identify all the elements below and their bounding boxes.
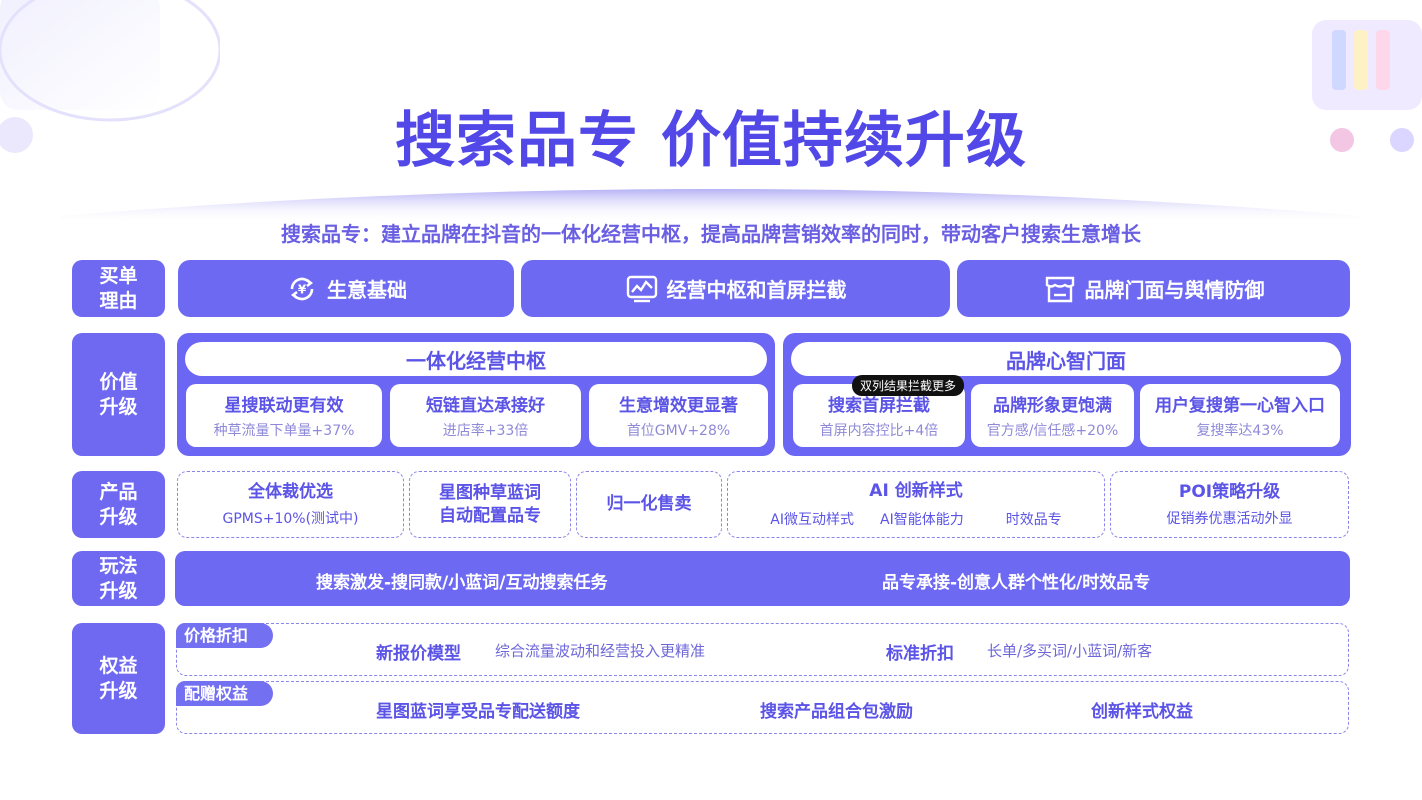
row-label-benefit: 权益升级	[72, 623, 165, 734]
value-card-title: 短链直达承接好	[426, 396, 545, 416]
product-title: AI 创新样式	[869, 481, 963, 501]
value-card: 品牌形象更饱满 官方感/信任感+20%	[971, 384, 1134, 447]
value-card-title: 生意增效更显著	[619, 396, 738, 416]
value-card-title: 搜索首屏拦截	[828, 396, 930, 416]
product-title-line1: 星图种草蓝词	[439, 482, 541, 503]
title-glow-divider	[60, 189, 1362, 222]
value-card-title: 用户复搜第一心智入口	[1155, 396, 1325, 416]
page-subtitle: 搜索品专：建立品牌在抖音的一体化经营中枢，提高品牌营销效率的同时，带动客户搜索生…	[281, 222, 1141, 246]
row-label-play-text: 玩法升级	[99, 554, 138, 602]
reason-label-1: 生意基础	[327, 278, 407, 302]
product-card-star-map: 星图种草蓝词 自动配置品专	[409, 471, 571, 538]
trend-chart-icon	[626, 275, 657, 302]
value-card-sub: 复搜率达43%	[1196, 423, 1284, 439]
product-sub: 促销券优惠活动外显	[1166, 511, 1293, 527]
product-title: 归一化售卖	[606, 494, 692, 514]
value-card-sub: 种草流量下单量+37%	[213, 423, 355, 439]
row-label-reasons: 买单理由	[72, 260, 165, 317]
value-card: 星搜联动更有效 种草流量下单量+37%	[186, 384, 382, 447]
ai-feature-list: AI微互动样式 AI智能体能力 时效品专	[770, 509, 1061, 529]
page-title: 搜索品专 价值持续升级	[395, 106, 1027, 176]
product-title-line2: 自动配置品专	[439, 505, 541, 526]
row-label-benefit-text: 权益升级	[99, 654, 138, 702]
product-sub: GPMS+10%(测试中)	[222, 511, 359, 527]
play-upgrade-bar: 搜索激发-搜同款/小蓝词/互动搜索任务 品专承接-创意人群个性化/时效品专	[175, 551, 1350, 606]
benefit-item-bold: 标准折扣	[886, 644, 954, 664]
value-card-title: 星搜联动更有效	[224, 396, 344, 416]
panel-integrated-hub: 一体化经营中枢 星搜联动更有效 种草流量下单量+37% 短链直达承接好 进店率+…	[177, 333, 775, 456]
value-card: 短链直达承接好 进店率+33倍	[390, 384, 581, 447]
row-label-value: 价值升级	[72, 333, 165, 456]
value-card-sub: 首屏内容控比+4倍	[819, 423, 939, 439]
value-card-title: 品牌形象更饱满	[993, 396, 1112, 416]
value-card: 用户复搜第一心智入口 复搜率达43%	[1140, 384, 1340, 447]
reason-label-2: 经营中枢和首屏拦截	[666, 278, 847, 302]
decorative-shapes-top-left	[0, 0, 220, 153]
reason-label-3: 品牌门面与舆情防御	[1084, 278, 1265, 302]
value-card-sub: 首位GMV+28%	[626, 423, 731, 439]
benefit-item-text: 综合流量波动和经营投入更精准	[495, 642, 706, 660]
highlight-badge: 双列结果拦截更多	[852, 375, 965, 396]
benefit-item-bold: 创新样式权益	[1091, 702, 1193, 722]
product-card-poi: POI策略升级 促销券优惠活动外显	[1110, 471, 1349, 538]
benefit-item-bold: 搜索产品组合包激励	[760, 702, 913, 722]
benefit-item-bold: 新报价模型	[376, 644, 461, 664]
value-card-sub: 进店率+33倍	[442, 423, 529, 439]
price-discount-tag: 价格折扣	[176, 623, 273, 648]
panel-title-left: 一体化经营中枢	[185, 342, 767, 376]
storefront-icon	[1045, 276, 1074, 302]
shopping-cart-decoration	[1312, 20, 1422, 152]
row-label-product-text: 产品升级	[99, 480, 138, 528]
svg-text:¥: ¥	[298, 282, 307, 296]
row-label-play: 玩法升级	[72, 551, 165, 606]
yuan-cycle-icon: ¥	[290, 277, 314, 300]
benefit-price-discount: 价格折扣 新报价模型 综合流量波动和经营投入更精准 标准折扣 长单/多买词/小蓝…	[176, 623, 1349, 676]
value-card: 生意增效更显著 首位GMV+28%	[589, 384, 768, 447]
benefit-item-bold: 星图蓝词享受品专配送额度	[376, 702, 580, 722]
play-right-text: 品专承接-创意人群个性化/时效品专	[882, 573, 1151, 593]
product-card-unified-sale: 归一化售卖	[576, 471, 722, 538]
value-card-sub: 官方感/信任感+20%	[986, 423, 1119, 439]
reason-brand-storefront: 品牌门面与舆情防御	[957, 260, 1350, 317]
play-left-text: 搜索激发-搜同款/小蓝词/互动搜索任务	[316, 573, 608, 593]
row-label-product: 产品升级	[72, 471, 165, 538]
product-title: POI策略升级	[1178, 482, 1281, 502]
benefit-gift-rights: 配赠权益 星图蓝词享受品专配送额度 搜索产品组合包激励 创新样式权益	[176, 681, 1349, 734]
product-card-ai-style: AI 创新样式 AI微互动样式 AI智能体能力 时效品专	[727, 471, 1105, 538]
reason-business-foundation: ¥ 生意基础	[178, 260, 514, 317]
gift-rights-tag: 配赠权益	[176, 681, 273, 706]
benefit-item-text: 长单/多买词/小蓝词/新客	[987, 642, 1153, 660]
panel-title-right: 品牌心智门面	[791, 342, 1341, 376]
reason-hub-and-first-screen: 经营中枢和首屏拦截	[521, 260, 950, 317]
ai-feature: AI智能体能力	[880, 512, 964, 528]
row-label-reasons-text: 买单理由	[99, 264, 138, 312]
row-label-value-text: 价值升级	[99, 370, 138, 418]
ai-feature: 时效品专	[1005, 512, 1062, 528]
ai-feature: AI微互动样式	[770, 512, 854, 528]
product-card-full-format: 全体裁优选 GPMS+10%(测试中)	[177, 471, 404, 538]
product-title: 全体裁优选	[248, 482, 333, 502]
